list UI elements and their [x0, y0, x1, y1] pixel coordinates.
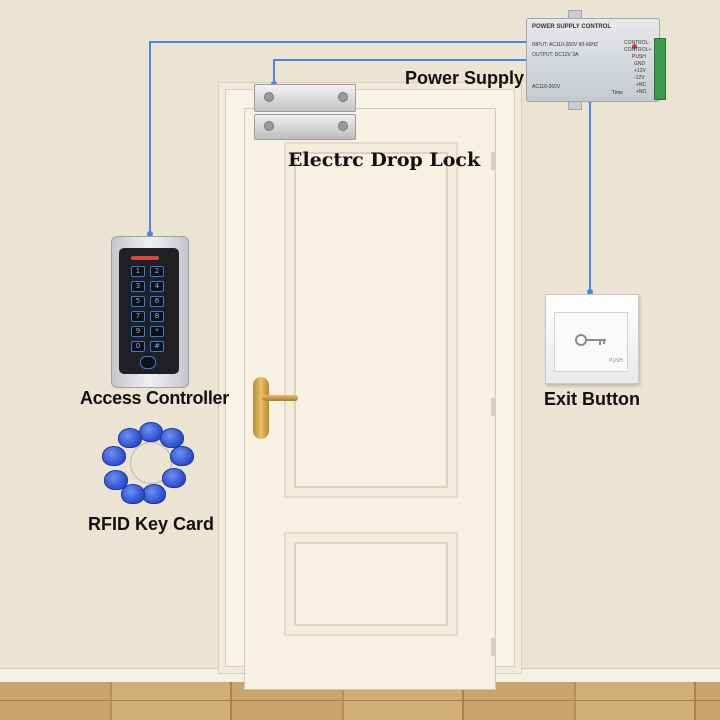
keypad-key: 7 — [131, 311, 145, 322]
psu-terminal-label: +12V — [634, 68, 646, 74]
keypad-key: 0 — [131, 341, 145, 352]
keypad-key: 2 — [150, 266, 164, 277]
door-upper-panel — [284, 142, 458, 498]
rfid-fob — [142, 484, 166, 504]
rfid-key-card-label: RFID Key Card — [88, 514, 215, 534]
exit-button-label: Exit Button — [544, 389, 640, 409]
psu-terminal-label: CONTROL+ — [624, 47, 652, 53]
keypad-key: 5 — [131, 296, 145, 307]
lock-screw — [264, 92, 274, 102]
psu-ac-label: AC110-260V — [532, 84, 561, 90]
rfid-fob — [102, 446, 126, 466]
psu-input-spec: INPUT: AC110-260V 50-60HZ — [532, 42, 599, 48]
psu-terminal-label: CONTROL- — [624, 40, 651, 46]
rfid-fob — [118, 428, 142, 448]
keypad-key: * — [150, 326, 164, 337]
rfid-fob — [104, 470, 128, 490]
keypad-key: 3 — [131, 281, 145, 292]
keypad-key: 9 — [131, 326, 145, 337]
psu-title: POWER SUPPLY CONTROL — [532, 24, 612, 30]
lock-screw — [338, 121, 348, 131]
door-hinge — [491, 638, 496, 656]
rfid-fob — [162, 468, 186, 488]
door-hinge — [491, 152, 496, 170]
door-lower-panel — [284, 532, 458, 636]
psu-output-spec: OUTPUT: DC12V 3A — [532, 52, 579, 58]
psu-terminal-label: +NC — [636, 82, 647, 88]
psu-terminal-label: +NO — [636, 89, 647, 95]
lock-screw — [264, 121, 274, 131]
drop-lock-label: Electrc Drop Lock — [288, 149, 481, 171]
key-ring — [130, 442, 172, 484]
rfid-fob — [160, 428, 184, 448]
keypad-key: # — [150, 341, 164, 352]
keypad-key: 4 — [150, 281, 164, 292]
access-controller-label: Access Controller — [80, 388, 229, 408]
psu-terminal-label: -12V — [634, 75, 645, 81]
keypad-face — [119, 248, 179, 374]
key-icon — [575, 334, 606, 346]
door-handle-lever — [262, 395, 298, 401]
door-handle-plate — [253, 377, 269, 439]
psu-time-label: Time — [612, 90, 623, 96]
lock-screw — [338, 92, 348, 102]
power-supply-label: Power Supply — [405, 68, 525, 88]
psu-terminal-label: GND — [634, 61, 646, 67]
keypad-key: 1 — [131, 266, 145, 277]
rfid-fob — [170, 446, 194, 466]
keypad-key: 8 — [150, 311, 164, 322]
keypad-key: 6 — [150, 296, 164, 307]
exit-button-plate — [554, 312, 628, 372]
rfid-fob — [121, 484, 145, 504]
door-hinge — [491, 398, 496, 416]
psu-terminal-block — [654, 38, 666, 100]
keypad-status-led — [131, 256, 159, 260]
psu-power-led — [632, 44, 637, 49]
psu-terminal-label: PUSH — [632, 54, 646, 60]
exit-push-text: PUSH — [609, 358, 623, 364]
bell-icon — [140, 356, 156, 369]
